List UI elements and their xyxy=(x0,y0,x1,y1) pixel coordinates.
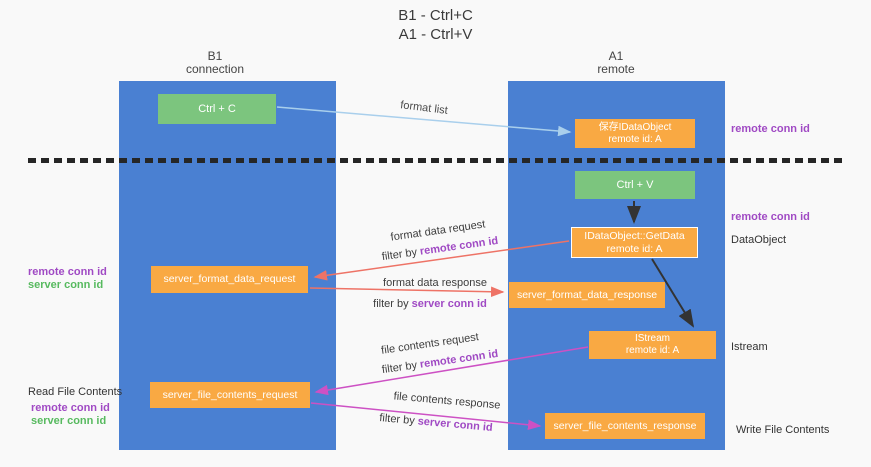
filter-by-text: filter by xyxy=(381,246,418,264)
save-idataobject-line2: remote id: A xyxy=(608,133,662,145)
label-remote-conn-id-right-mid: remote conn id xyxy=(731,211,810,223)
label-istream: Istream xyxy=(731,341,768,353)
filter-by-text: filter by xyxy=(373,298,409,310)
column-header-a1: A1 remote xyxy=(556,50,676,76)
ctrl-v-box: Ctrl + V xyxy=(575,171,695,199)
ctrl-v-label: Ctrl + V xyxy=(616,178,654,191)
title-line-1: B1 - Ctrl+C xyxy=(398,7,473,24)
label-format-list: format list xyxy=(399,99,449,117)
server-conn-id-text: server conn id xyxy=(417,415,494,434)
istream-box: IStream remote id: A xyxy=(589,331,716,359)
label-remote-conn-id-left-top: remote conn id xyxy=(28,266,107,278)
column-a1-role: remote xyxy=(597,62,635,76)
label-server-conn-id-left-bottom: server conn id xyxy=(31,415,107,427)
istream-line2: remote id: A xyxy=(625,345,680,356)
ctrl-c-label: Ctrl + C xyxy=(198,102,236,115)
getdata-line2: remote id: A xyxy=(606,242,663,255)
column-b1-role: connection xyxy=(185,62,245,76)
save-idataobject-line1: 保存IDataObject xyxy=(598,121,672,133)
filter-by-text: filter by xyxy=(378,412,416,428)
title-line-2: A1 - Ctrl+V xyxy=(398,26,473,43)
server-file-contents-response-box: server_file_contents_response xyxy=(545,413,705,439)
server-format-data-request-box: server_format_data_request xyxy=(151,266,308,293)
save-idataobject-box: 保存IDataObject remote id: A xyxy=(575,119,695,148)
ctrl-c-box: Ctrl + C xyxy=(158,94,276,124)
column-b1-name: B1 xyxy=(207,49,223,63)
idataobject-getdata-box: IDataObject::GetData remote id: A xyxy=(571,227,698,258)
label-read-file-contents: Read File Contents xyxy=(28,386,123,398)
column-header-b1: B1 connection xyxy=(155,50,275,76)
label-dataobject: DataObject xyxy=(731,234,787,246)
label-remote-conn-id-right-top: remote conn id xyxy=(731,123,810,135)
label-write-file-contents: Write File Contents xyxy=(736,424,830,436)
label-file-contents-response: file contents response xyxy=(393,390,501,412)
server-format-data-response-label: server_format_data_response xyxy=(516,288,658,301)
istream-line1: IStream xyxy=(634,333,670,344)
server-file-contents-request-box: server_file_contents_request xyxy=(150,382,310,408)
remote-conn-id-text: remote conn id xyxy=(419,234,499,258)
label-server-conn-id-left-top: server conn id xyxy=(28,279,104,291)
server-format-data-request-label: server_format_data_request xyxy=(163,273,296,285)
server-file-contents-response-label: server_file_contents_response xyxy=(553,419,697,432)
label-remote-conn-id-left-bottom: remote conn id xyxy=(31,402,110,414)
remote-conn-id-text: remote conn id xyxy=(419,347,499,371)
filter-by-text: filter by xyxy=(381,359,418,377)
separator-dashed-line xyxy=(28,158,845,163)
server-format-data-response-box: server_format_data_response xyxy=(509,282,665,308)
server-conn-id-text: server conn id xyxy=(411,298,487,310)
server-file-contents-request-label: server_file_contents_request xyxy=(162,388,298,401)
getdata-line1: IDataObject::GetData xyxy=(584,229,685,242)
column-a1-name: A1 xyxy=(608,49,624,63)
diagram-title: B1 - Ctrl+C A1 - Ctrl+V xyxy=(0,6,871,44)
label-format-data-response: format data response xyxy=(383,277,487,289)
